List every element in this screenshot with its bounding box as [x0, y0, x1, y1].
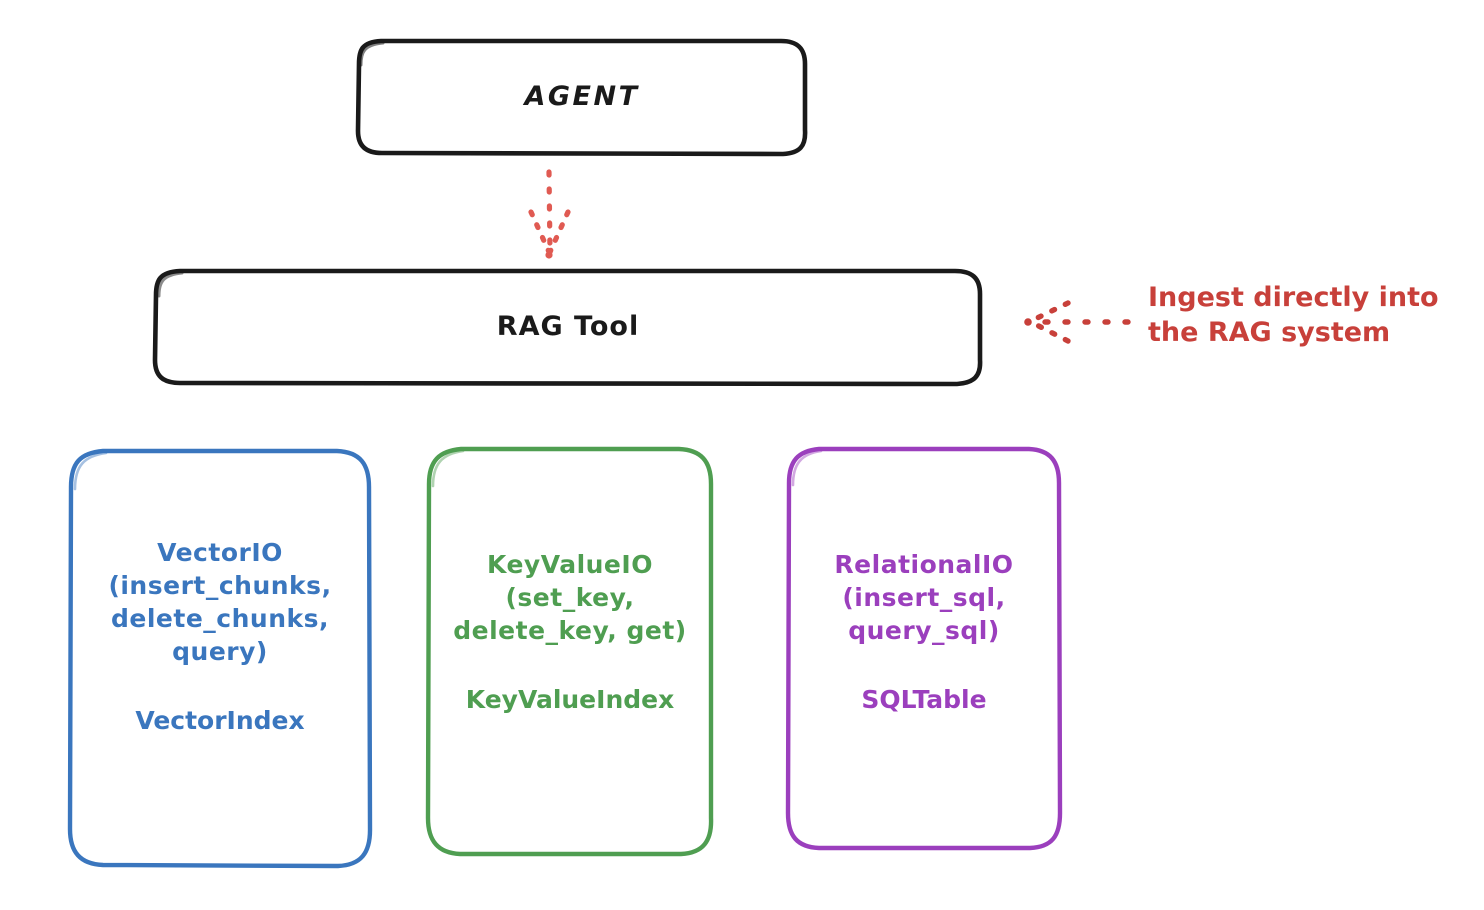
- node-vector-io-sublabel: VectorIndex: [135, 706, 305, 735]
- node-vector-io-label: VectorIO (insert_chunks, delete_chunks, …: [108, 538, 332, 666]
- node-relational-io-sublabel: SQLTable: [861, 685, 987, 714]
- node-agent-label: AGENT: [524, 80, 640, 112]
- node-agent[interactable]: AGENT: [358, 40, 806, 154]
- key-value-io-box-outline: [425, 446, 714, 857]
- annotation-ingest-directly: Ingest directly into the RAG system: [1148, 282, 1439, 349]
- node-relational-io[interactable]: RelationalIO (insert_sql, query_sql) SQL…: [788, 448, 1060, 848]
- node-key-value-io-sublabel: KeyValueIndex: [465, 685, 675, 714]
- connector-ingest-to-rag-tool: [1024, 300, 1131, 344]
- vector-io-box-outline: [67, 448, 373, 869]
- node-relational-io-label: RelationalIO (insert_sql, query_sql): [834, 550, 1014, 645]
- agent-box-outline: [355, 38, 808, 157]
- node-vector-io[interactable]: VectorIO (insert_chunks, delete_chunks, …: [70, 450, 370, 866]
- node-key-value-io[interactable]: KeyValueIO (set_key, delete_key, get) Ke…: [428, 448, 712, 854]
- rag-tool-box-outline: [152, 268, 983, 387]
- node-rag-tool[interactable]: RAG Tool: [155, 270, 981, 384]
- connector-agent-to-rag-tool: [528, 169, 571, 259]
- node-key-value-io-label: KeyValueIO (set_key, delete_key, get): [453, 550, 687, 645]
- relational-io-box-outline: [785, 446, 1063, 851]
- node-rag-tool-label: RAG Tool: [496, 310, 640, 342]
